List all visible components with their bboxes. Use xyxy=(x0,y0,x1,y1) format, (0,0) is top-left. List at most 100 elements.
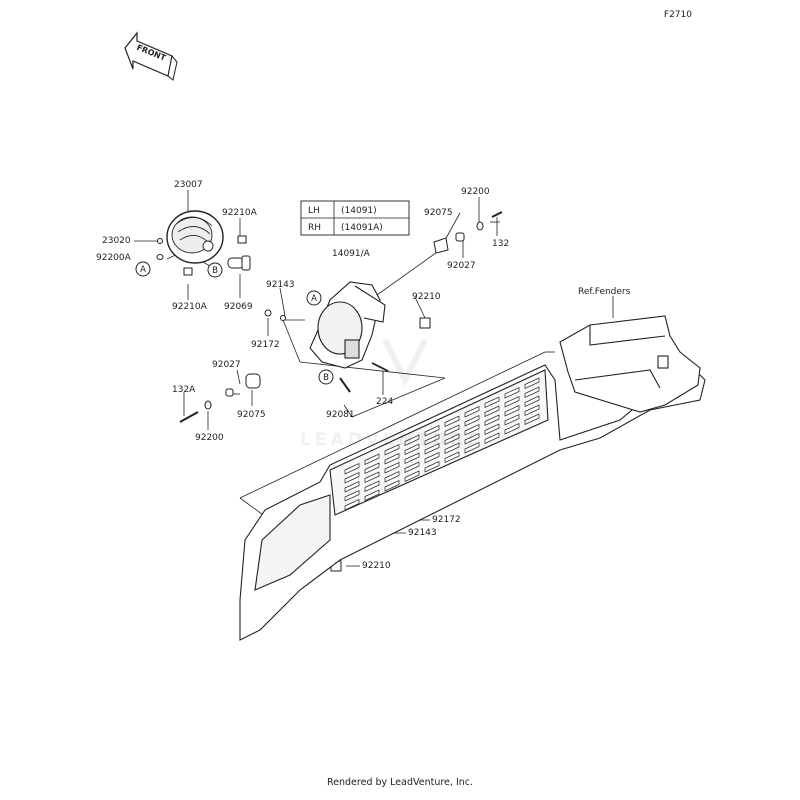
part-label-92075-top: 92075 xyxy=(424,208,453,218)
part-label-92027-left: 92027 xyxy=(212,360,241,370)
part-label-23007: 23007 xyxy=(174,180,203,190)
grille-slot xyxy=(384,479,400,492)
grille-slot xyxy=(424,442,440,455)
part-label-14091a: 14091/A xyxy=(332,249,370,259)
grille-slot xyxy=(344,489,360,502)
grille-slot xyxy=(404,452,420,465)
part-label-92143-bottom: 92143 xyxy=(408,528,437,538)
grille-slot xyxy=(524,386,540,399)
callout-b-icon: B xyxy=(207,262,223,278)
grille-slot xyxy=(464,405,480,418)
part-label-132a: 132A xyxy=(172,385,196,395)
clip-92210a-top xyxy=(237,235,247,244)
part-label-92069: 92069 xyxy=(224,302,253,312)
grille-slot xyxy=(444,451,460,464)
grille-slot xyxy=(384,470,400,483)
grille-slot xyxy=(404,434,420,447)
grille-slot xyxy=(424,460,440,473)
callout-b-bracket-icon: B xyxy=(318,369,334,385)
part-label-92210a-top: 92210A xyxy=(222,208,257,218)
part-label-92210-bottom: 92210 xyxy=(362,561,391,571)
grille-slot xyxy=(404,443,420,456)
grille-slot xyxy=(504,413,520,426)
watermark-text: LEADVENTURE xyxy=(300,430,483,450)
callout-a-icon: A xyxy=(135,261,151,277)
grille-slot xyxy=(444,433,460,446)
grille-slot xyxy=(524,377,540,390)
grille-slot xyxy=(464,432,480,445)
svg-text:B: B xyxy=(323,373,329,383)
part-label-92210-mid: 92210 xyxy=(412,292,441,302)
grille-slot xyxy=(344,480,360,493)
table-side-rh: RH xyxy=(308,223,321,233)
grille-slot xyxy=(364,462,380,475)
grille-slot xyxy=(464,441,480,454)
grille-slot xyxy=(404,470,420,483)
grille-slot xyxy=(384,443,400,456)
grille-slot xyxy=(364,471,380,484)
front-arrow-icon: FRONT xyxy=(124,31,178,81)
grille-slot xyxy=(444,415,460,428)
part-label-92075-left: 92075 xyxy=(237,410,266,420)
bulb-92069 xyxy=(227,255,251,271)
footer-credit: Rendered by LeadVenture, Inc. xyxy=(326,777,474,788)
svg-text:B: B xyxy=(212,266,218,276)
grille-slot xyxy=(444,424,460,437)
table-side-lh: LH xyxy=(308,206,320,216)
grille-slot xyxy=(504,422,520,435)
diagram-code: F2710 xyxy=(663,10,692,20)
grille-slot xyxy=(364,489,380,502)
front-grille-panel xyxy=(239,364,706,641)
part-label-92172-top: 92172 xyxy=(251,340,280,350)
watermark-logo xyxy=(382,338,428,387)
grille-slot xyxy=(524,413,540,426)
grille-slot xyxy=(484,423,500,436)
part-label-92027-top: 92027 xyxy=(447,261,476,271)
part-label-ref-fenders: Ref.Fenders xyxy=(578,287,631,297)
grille-slot xyxy=(424,433,440,446)
part-label-92210a-bottom: 92210A xyxy=(172,302,207,312)
table-part-rh: (14091A) xyxy=(341,223,383,233)
svg-text:A: A xyxy=(311,294,317,304)
grille-slot xyxy=(484,405,500,418)
part-label-92143-top: 92143 xyxy=(266,280,295,290)
headlight-assembly xyxy=(166,210,224,264)
grille-slot xyxy=(384,452,400,465)
part-label-92200-left: 92200 xyxy=(195,433,224,443)
leader-lines xyxy=(134,190,614,567)
part-label-92200-top: 92200 xyxy=(461,187,490,197)
grille-slot xyxy=(484,414,500,427)
grille-slot xyxy=(484,396,500,409)
side-table: LH (14091) RH (14091A) xyxy=(300,200,410,236)
grille-slot xyxy=(384,461,400,474)
part-label-132: 132 xyxy=(492,239,510,249)
callout-a-bracket-icon: A xyxy=(306,290,322,306)
grille-slot xyxy=(464,414,480,427)
grille-slot xyxy=(364,480,380,493)
grille-slot xyxy=(524,404,540,417)
part-label-92172-bottom: 92172 xyxy=(432,515,461,525)
part-label-23020: 23020 xyxy=(102,236,131,246)
grille-slot xyxy=(344,462,360,475)
grille-slot xyxy=(424,451,440,464)
collar-92200a xyxy=(156,254,164,260)
svg-text:A: A xyxy=(140,265,146,275)
screw-23020 xyxy=(157,238,163,244)
grille-slot xyxy=(444,442,460,455)
grille-slots xyxy=(344,377,540,511)
part-label-92200a: 92200A xyxy=(96,253,131,263)
grille-slot xyxy=(464,423,480,436)
grille-slot xyxy=(504,386,520,399)
part-label-224: 224 xyxy=(376,397,394,407)
grille-slot xyxy=(344,471,360,484)
grille-slot xyxy=(404,461,420,474)
grille-slot xyxy=(484,432,500,445)
part-label-92081: 92081 xyxy=(326,410,355,420)
grille-slot xyxy=(344,498,360,511)
clip-92210a-bottom xyxy=(183,267,193,276)
fender-bracket xyxy=(559,315,701,413)
grille-slot xyxy=(524,395,540,408)
grille-slot xyxy=(504,404,520,417)
grille-slot xyxy=(504,395,520,408)
